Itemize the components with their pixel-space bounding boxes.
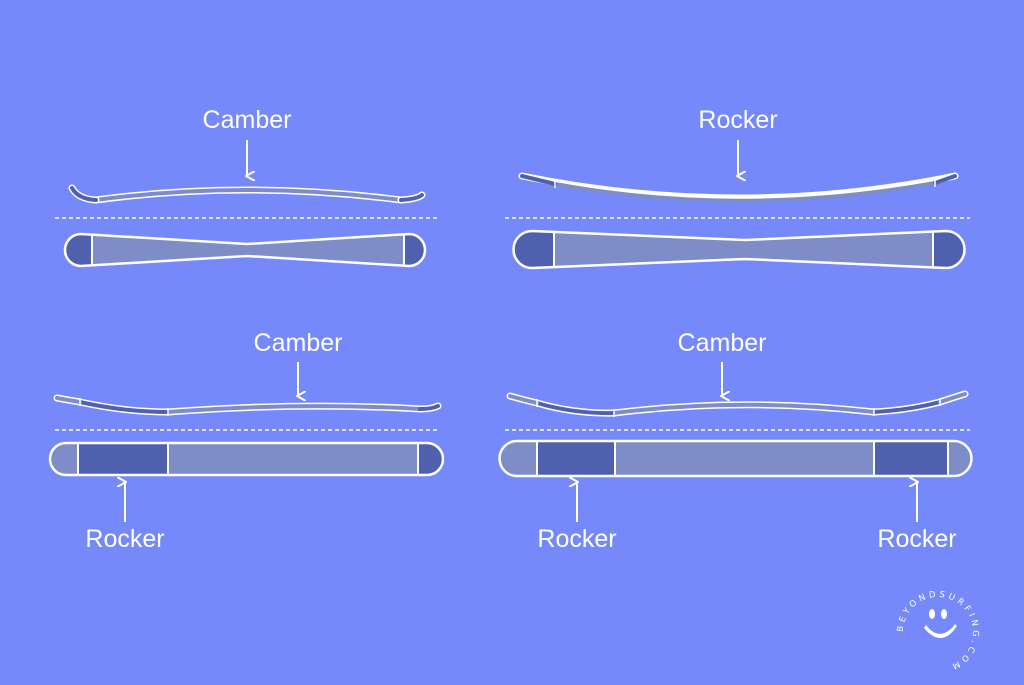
ski-profile-rocker-camber (53, 394, 442, 416)
rocker-label: Rocker (698, 106, 777, 134)
ski-topview-rocker (512, 229, 966, 270)
ski-profile-rocker (518, 172, 959, 203)
ski-topview-rocker-camber-rocker (498, 439, 973, 478)
rocker-label: Rocker (85, 525, 164, 553)
camber-label: Camber (254, 329, 343, 357)
smiley-surfboard-logo: BEYONDSURFING.COM (896, 590, 981, 672)
ski-topview-rocker-camber (48, 441, 445, 477)
panel-full-camber: Camber (55, 106, 440, 268)
rocker-label: Rocker (537, 525, 616, 553)
camber-label: Camber (203, 106, 292, 134)
ski-profile-rocker-camber-rocker (506, 390, 969, 417)
logo-text: BEYONDSURFING.COM (896, 590, 981, 672)
panel-full-rocker: Rocker (505, 106, 970, 270)
camber-label: Camber (678, 329, 767, 357)
panel-rocker-camber-rocker: Camber Rocker (498, 329, 973, 553)
ski-topview-camber (63, 232, 427, 268)
ski-profile-camber (68, 184, 426, 204)
rocker-label: Rocker (877, 525, 956, 553)
logo-eye-icon (929, 609, 935, 619)
logo-eye-icon (941, 609, 947, 619)
panel-rocker-camber: Camber Rocker (48, 329, 445, 553)
logo-smile-surfboard-icon (924, 624, 957, 639)
